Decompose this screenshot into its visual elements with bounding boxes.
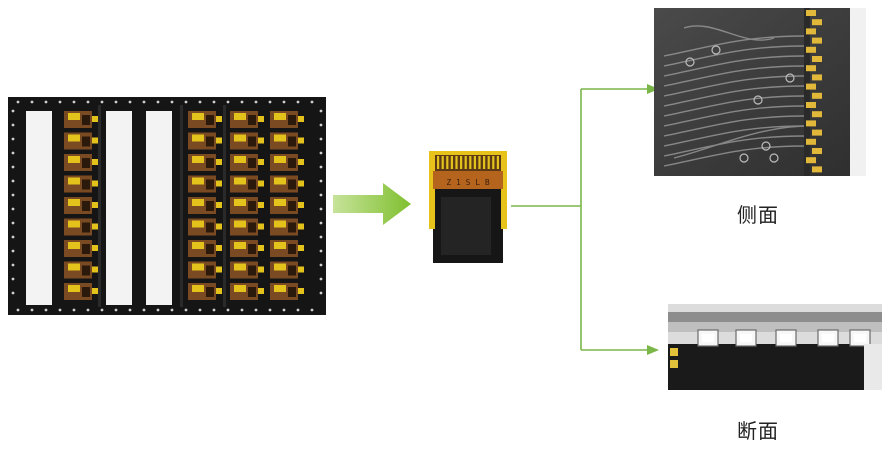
- side-view-label: 侧面: [737, 203, 779, 227]
- pcb-panel-photo: [8, 97, 326, 315]
- branch-connector: [511, 80, 659, 360]
- svg-text:Z 1 S L B: Z 1 S L B: [446, 178, 490, 187]
- single-flex-board-graphic: Z 1 S L B: [425, 145, 511, 267]
- branch-lines: [511, 84, 659, 355]
- cross-section-photo: [668, 304, 882, 390]
- process-arrow-icon: [333, 183, 411, 225]
- cross-section-label: 断面: [737, 419, 779, 443]
- single-flex-board-photo: Z 1 S L B: [425, 145, 511, 267]
- process-arrow: [333, 183, 411, 225]
- side-view-graphic: [654, 8, 866, 176]
- pcb-panel-graphic: [8, 97, 326, 315]
- cross-section-graphic: [668, 304, 882, 390]
- side-view-photo: [654, 8, 866, 176]
